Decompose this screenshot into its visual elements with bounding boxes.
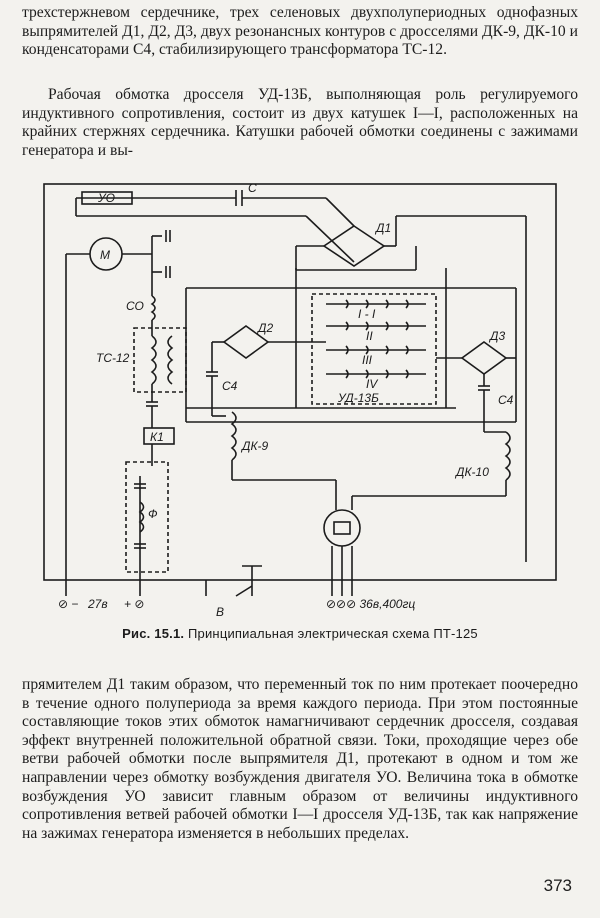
- label-27v: 27в: [87, 597, 108, 611]
- circuit-diagram: УО С Д1 М СО ТС-12 Д2 С4 I - I II III IV…: [36, 176, 564, 622]
- diagram-frame: [43, 183, 557, 581]
- paragraph-1: трехстержневом сердечнике, трех селеновы…: [22, 4, 578, 59]
- label-c4-right: С4: [498, 393, 514, 407]
- label-c: С: [248, 181, 257, 195]
- paragraph-3: прямителем Д1 таким образом, что перемен…: [22, 676, 578, 842]
- figure-caption: Рис. 15.1. Принципиальная электрическая …: [0, 626, 600, 641]
- filter-f: [125, 461, 169, 573]
- ud13b-core: [311, 293, 437, 405]
- label-w1: I - I: [358, 307, 376, 321]
- label-plus: + ⊘: [124, 597, 144, 611]
- label-k1: К1: [150, 430, 164, 444]
- d1-bridge: [322, 225, 386, 267]
- label-co: СО: [126, 299, 144, 313]
- label-f: Ф: [148, 507, 158, 521]
- caption-prefix: Рис. 15.1.: [122, 626, 185, 641]
- label-c4-left: С4: [222, 379, 238, 393]
- label-d2: Д2: [256, 321, 273, 335]
- d2-bridge: [222, 325, 270, 359]
- label-w2: II: [366, 329, 373, 343]
- uo-winding: [81, 191, 133, 205]
- label-d3: Д3: [488, 329, 505, 343]
- k1-relay: [143, 427, 175, 445]
- label-uo: УО: [97, 191, 115, 205]
- label-ud13b: УД-13Б: [337, 391, 379, 405]
- label-w4: IV: [366, 377, 378, 391]
- label-dk10: ДК-10: [454, 465, 489, 479]
- label-dk9: ДК-9: [240, 439, 269, 453]
- co-winding: [150, 295, 156, 321]
- d3-bridge: [460, 341, 508, 375]
- label-minus: ⊘ −: [58, 597, 78, 611]
- label-switch-b: В: [216, 605, 224, 619]
- generator-symbol: [323, 509, 361, 547]
- label-tc12: ТС-12: [96, 351, 130, 365]
- page-number: 373: [543, 876, 572, 895]
- label-w3: III: [362, 353, 373, 367]
- label-d1: Д1: [374, 221, 391, 235]
- paragraph-2: Рабочая обмотка дросселя УД-13Б, выполня…: [22, 86, 578, 159]
- label-ac-supply: ⊘⊘⊘ 36в,400гц: [326, 597, 415, 611]
- label-motor: М: [100, 248, 110, 262]
- caption-text: Принципиальная электрическая схема ПТ-12…: [184, 626, 478, 641]
